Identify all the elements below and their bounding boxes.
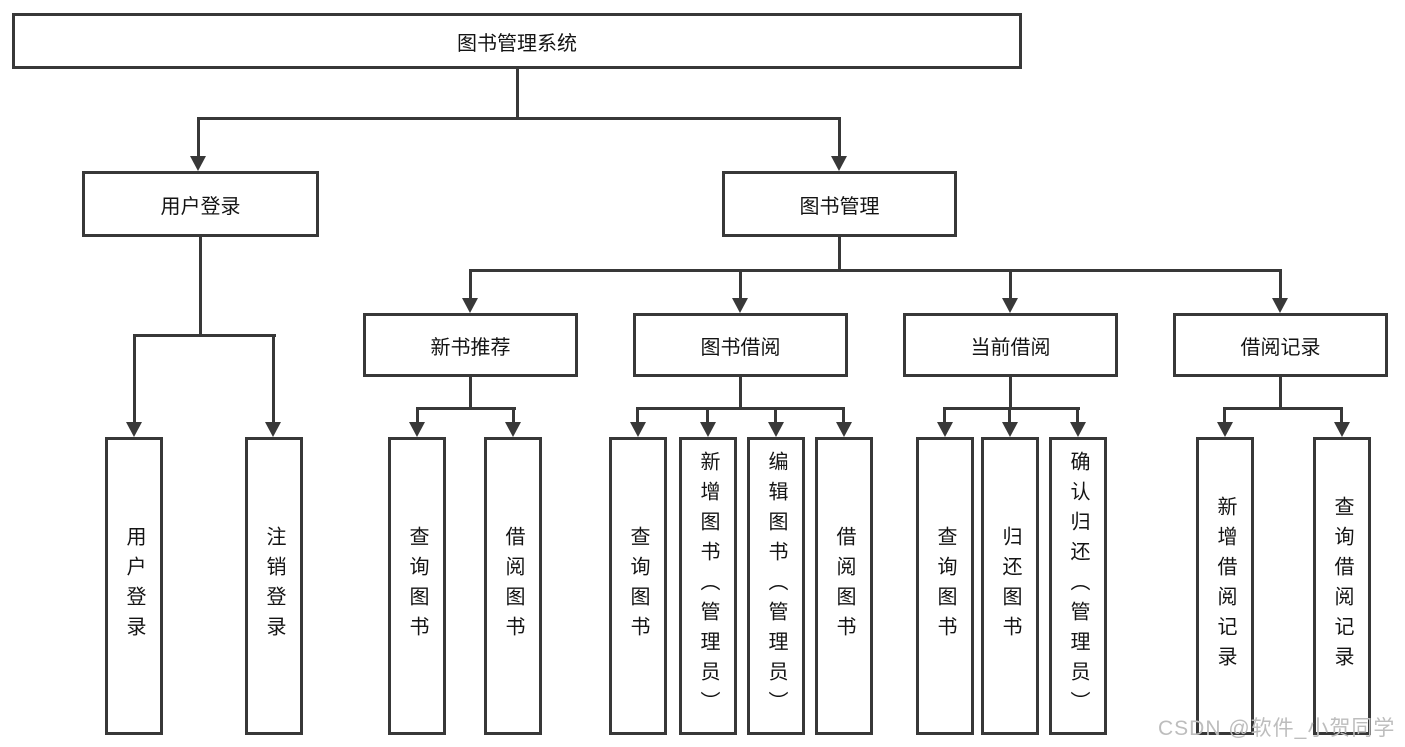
node-user-login-label: 用户登录 [160, 195, 241, 218]
edge-to-book-borrow [739, 269, 742, 299]
arrowhead-icon [265, 422, 281, 437]
edge-to-current-borrow [1009, 269, 1012, 299]
node-current-borrow-label: 当前借阅 [970, 336, 1051, 359]
edge-leaf [1340, 407, 1343, 424]
arrowhead-icon [126, 422, 142, 437]
arrowhead-icon [768, 422, 784, 437]
arrowhead-icon [1002, 422, 1018, 437]
leaf-rec-query-books: 查询图书 [388, 437, 446, 735]
edge-leaf [1008, 407, 1011, 424]
node-book-mgmt: 图书管理 [722, 171, 957, 237]
leaf-edit-books-admin: 编辑图书（管理员） [747, 437, 805, 735]
edge-to-login-leaf [133, 334, 136, 422]
arrowhead-icon [462, 298, 478, 313]
leaf-logout-label: 注销登录 [263, 526, 285, 646]
node-borrow-records: 借阅记录 [1173, 313, 1388, 377]
edge-to-book-mgmt [838, 117, 841, 157]
leaf-borrow-query-books-label: 查询图书 [627, 526, 649, 646]
leaf-borrow-books-label: 借阅图书 [833, 526, 855, 646]
leaf-user-login: 用户登录 [105, 437, 163, 735]
arrowhead-icon [831, 156, 847, 171]
arrowhead-icon [1334, 422, 1350, 437]
edge-current-borrow-stem [1009, 377, 1012, 409]
leaf-query-borrow-record: 查询借阅记录 [1313, 437, 1371, 735]
edge-leaf [1076, 407, 1079, 424]
edge-to-user-login [197, 117, 200, 157]
arrowhead-icon [190, 156, 206, 171]
leaf-add-borrow-record-label: 新增借阅记录 [1214, 496, 1236, 676]
edge-leaf [512, 407, 515, 424]
leaf-return-books-label: 归还图书 [999, 526, 1021, 646]
arrowhead-icon [505, 422, 521, 437]
leaf-confirm-return-admin: 确认归还（管理员） [1049, 437, 1107, 735]
leaf-query-borrow-record-label: 查询借阅记录 [1331, 496, 1353, 676]
edge-leaf [706, 407, 709, 424]
edge-leaf [416, 407, 419, 424]
edge-current-borrow-bar [944, 407, 1080, 410]
edge-new-book-rec-bar [416, 407, 516, 410]
arrowhead-icon [700, 422, 716, 437]
edge-to-logout-leaf [272, 334, 275, 422]
arrowhead-icon [1217, 422, 1233, 437]
edge-book-mgmt-stem [838, 237, 841, 271]
leaf-user-login-label: 用户登录 [123, 526, 145, 646]
edge-to-new-book-rec [469, 269, 472, 299]
edge-borrow-records-stem [1279, 377, 1282, 409]
edge-leaf [1223, 407, 1226, 424]
leaf-borrow-query-books: 查询图书 [609, 437, 667, 735]
arrowhead-icon [630, 422, 646, 437]
node-borrow-records-label: 借阅记录 [1240, 336, 1321, 359]
node-book-borrow: 图书借阅 [633, 313, 848, 377]
node-new-book-rec: 新书推荐 [363, 313, 578, 377]
edge-leaf [943, 407, 946, 424]
leaf-logout: 注销登录 [245, 437, 303, 735]
edge-leaf [774, 407, 777, 424]
leaf-edit-books-admin-label: 编辑图书（管理员） [765, 451, 787, 721]
edge-root-bar [198, 117, 841, 120]
leaf-confirm-return-admin-label: 确认归还（管理员） [1067, 451, 1089, 721]
edge-user-login-stem [199, 237, 202, 336]
node-current-borrow: 当前借阅 [903, 313, 1118, 377]
arrowhead-icon [836, 422, 852, 437]
leaf-rec-query-books-label: 查询图书 [406, 526, 428, 646]
arrowhead-icon [1002, 298, 1018, 313]
edge-new-book-rec-stem [469, 377, 472, 409]
node-root: 图书管理系统 [12, 13, 1022, 69]
edge-leaf [842, 407, 845, 424]
arrowhead-icon [732, 298, 748, 313]
edge-user-login-bar [133, 334, 276, 337]
arrowhead-icon [937, 422, 953, 437]
node-book-borrow-label: 图书借阅 [700, 336, 781, 359]
node-book-mgmt-label: 图书管理 [799, 195, 880, 218]
arrowhead-icon [1272, 298, 1288, 313]
node-new-book-rec-label: 新书推荐 [430, 336, 511, 359]
leaf-add-books-admin: 新增图书（管理员） [679, 437, 737, 735]
node-root-label: 图书管理系统 [457, 32, 577, 55]
leaf-rec-borrow-books: 借阅图书 [484, 437, 542, 735]
edge-borrow-records-bar [1224, 407, 1343, 410]
node-user-login: 用户登录 [82, 171, 319, 237]
edge-book-borrow-stem [739, 377, 742, 409]
leaf-return-books: 归还图书 [981, 437, 1039, 735]
arrowhead-icon [1070, 422, 1086, 437]
edge-book-mgmt-bar [470, 269, 1282, 272]
leaf-add-books-admin-label: 新增图书（管理员） [697, 451, 719, 721]
edge-to-borrow-records [1279, 269, 1282, 299]
leaf-current-query-books: 查询图书 [916, 437, 974, 735]
leaf-current-query-books-label: 查询图书 [934, 526, 956, 646]
csdn-watermark: CSDN @软件_小贺同学 [1158, 717, 1396, 740]
leaf-add-borrow-record: 新增借阅记录 [1196, 437, 1254, 735]
edge-leaf [636, 407, 639, 424]
leaf-borrow-books: 借阅图书 [815, 437, 873, 735]
edge-root-stem [516, 69, 519, 119]
arrowhead-icon [409, 422, 425, 437]
leaf-rec-borrow-books-label: 借阅图书 [502, 526, 524, 646]
edge-book-borrow-bar [637, 407, 845, 410]
